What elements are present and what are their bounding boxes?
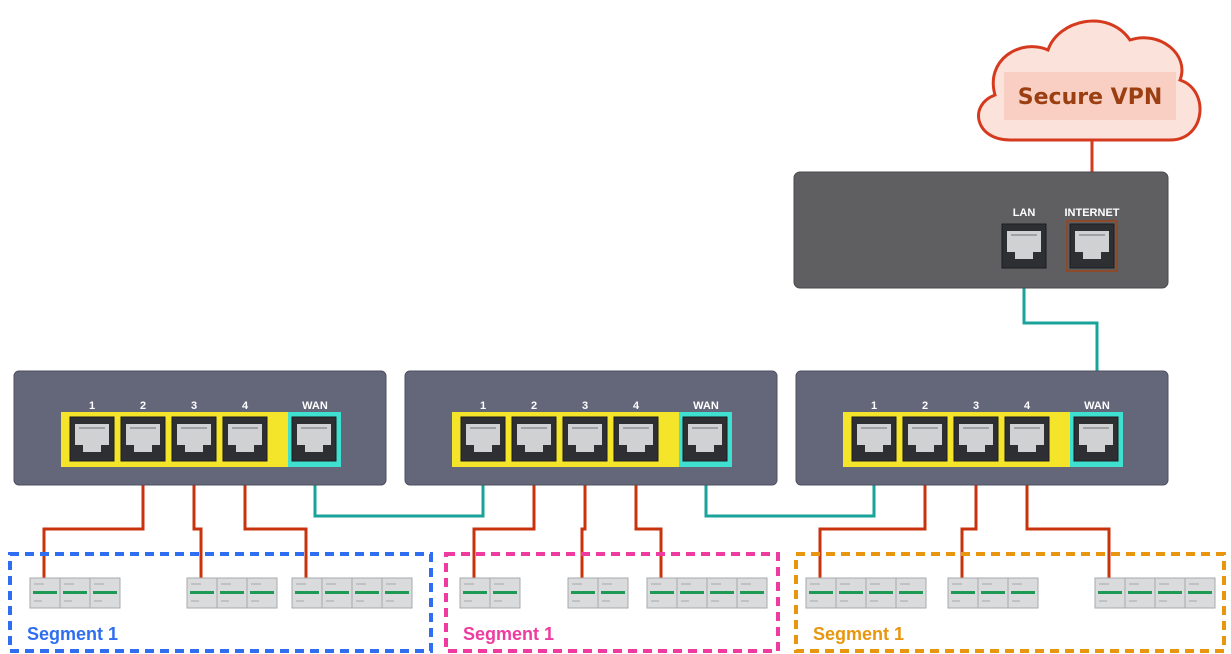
- lan-port-2[interactable]: [511, 416, 557, 462]
- segment-label: Segment 1: [27, 624, 118, 644]
- gateway-internet-label: INTERNET: [1065, 207, 1120, 219]
- lan-port-4[interactable]: [1004, 416, 1050, 462]
- switch-port-number: 3: [191, 400, 197, 412]
- device-module: [216, 577, 248, 609]
- switch-1: 1 2 3 4 WAN: [13, 370, 387, 486]
- device-module: [676, 577, 708, 609]
- lan-port-2[interactable]: [902, 416, 948, 462]
- lan-port-1[interactable]: [851, 416, 897, 462]
- plc-device[interactable]: [459, 577, 521, 609]
- vpn-cloud: Secure VPN: [977, 19, 1202, 142]
- vpn-label: Secure VPN: [1018, 85, 1162, 110]
- segment-boundary: [794, 552, 1226, 653]
- plc-device[interactable]: [1094, 577, 1216, 609]
- plc-device[interactable]: [291, 577, 413, 609]
- device-module: [567, 577, 599, 609]
- device-module: [1184, 577, 1216, 609]
- plc-device[interactable]: [567, 577, 629, 609]
- device-module: [865, 577, 897, 609]
- gateway-internet-port[interactable]: [1069, 223, 1115, 269]
- device-module: [947, 577, 979, 609]
- plc-device[interactable]: [805, 577, 927, 609]
- wan-port[interactable]: [682, 416, 728, 462]
- lan-cable: [192, 445, 203, 580]
- gateway-lan-label: LAN: [1013, 207, 1036, 219]
- switch-port-number: 4: [633, 400, 640, 412]
- lan-port-3[interactable]: [953, 416, 999, 462]
- switch-port-number: 2: [531, 400, 537, 412]
- device-module: [246, 577, 278, 609]
- switch-port-number: 3: [582, 400, 588, 412]
- lan-port-3[interactable]: [171, 416, 217, 462]
- device-module: [835, 577, 867, 609]
- lan-cable: [1025, 445, 1111, 580]
- lan-port-4[interactable]: [222, 416, 268, 462]
- switch-port-number: 2: [922, 400, 928, 412]
- device-module: [736, 577, 768, 609]
- device-module: [1094, 577, 1126, 609]
- switch-group: 1 2 3 4 WAN 1 2 3 4 WAN 1 2 3 4 WAN: [13, 370, 1169, 486]
- vpn-gateway: LAN INTERNET: [793, 171, 1169, 289]
- plc-device[interactable]: [186, 577, 278, 609]
- device-module: [59, 577, 91, 609]
- switch-port-number: 4: [1024, 400, 1031, 412]
- gateway-internet-port-frame: [1066, 220, 1118, 272]
- device-module: [706, 577, 738, 609]
- wan-label: WAN: [1084, 400, 1110, 412]
- lan-cable: [472, 445, 536, 580]
- lan-cable: [243, 445, 308, 580]
- wan-port[interactable]: [291, 416, 337, 462]
- device-module: [89, 577, 121, 609]
- device-module: [1124, 577, 1156, 609]
- lan-port-3[interactable]: [562, 416, 608, 462]
- lan-port-1[interactable]: [69, 416, 115, 462]
- switch-port-number: 4: [242, 400, 249, 412]
- device-module: [459, 577, 491, 609]
- vpn-label-box: [1004, 72, 1176, 120]
- device-module: [186, 577, 218, 609]
- segment-label: Segment 1: [463, 624, 554, 644]
- switch-port-number: 1: [480, 400, 486, 412]
- segment-boundary: [8, 552, 433, 653]
- device-module: [321, 577, 353, 609]
- segment-label: Segment 1: [813, 624, 904, 644]
- device-module: [29, 577, 61, 609]
- device-module: [1154, 577, 1186, 609]
- wan-port[interactable]: [1073, 416, 1119, 462]
- switch-port-number: 1: [871, 400, 877, 412]
- switch-3: 1 2 3 4 WAN: [795, 370, 1169, 486]
- device-module: [646, 577, 678, 609]
- device-module: [805, 577, 837, 609]
- switch-port-number: 1: [89, 400, 95, 412]
- lan-port-2[interactable]: [120, 416, 166, 462]
- switch-port-number: 2: [140, 400, 146, 412]
- device-module: [291, 577, 323, 609]
- segment-3: Segment 1: [794, 552, 1226, 653]
- plc-device[interactable]: [646, 577, 768, 609]
- switch-port-number: 3: [973, 400, 979, 412]
- plc-device[interactable]: [947, 577, 1039, 609]
- device-module: [597, 577, 629, 609]
- gateway-lan-port[interactable]: [1001, 223, 1047, 269]
- switch-2: 1 2 3 4 WAN: [404, 370, 778, 486]
- segment-1: Segment 1: [8, 552, 433, 653]
- lan-port-4[interactable]: [613, 416, 659, 462]
- device-module: [1007, 577, 1039, 609]
- plc-device[interactable]: [29, 577, 121, 609]
- device-module: [895, 577, 927, 609]
- segment-2: Segment 1: [444, 552, 780, 653]
- segment-boundary: [444, 552, 780, 653]
- wan-label: WAN: [693, 400, 719, 412]
- device-module: [977, 577, 1009, 609]
- device-module: [489, 577, 521, 609]
- lan-port-1[interactable]: [460, 416, 506, 462]
- segment-group: Segment 1 Segment 1 Segment 1: [8, 552, 1226, 653]
- wan-label: WAN: [302, 400, 328, 412]
- device-module: [351, 577, 383, 609]
- device-module: [381, 577, 413, 609]
